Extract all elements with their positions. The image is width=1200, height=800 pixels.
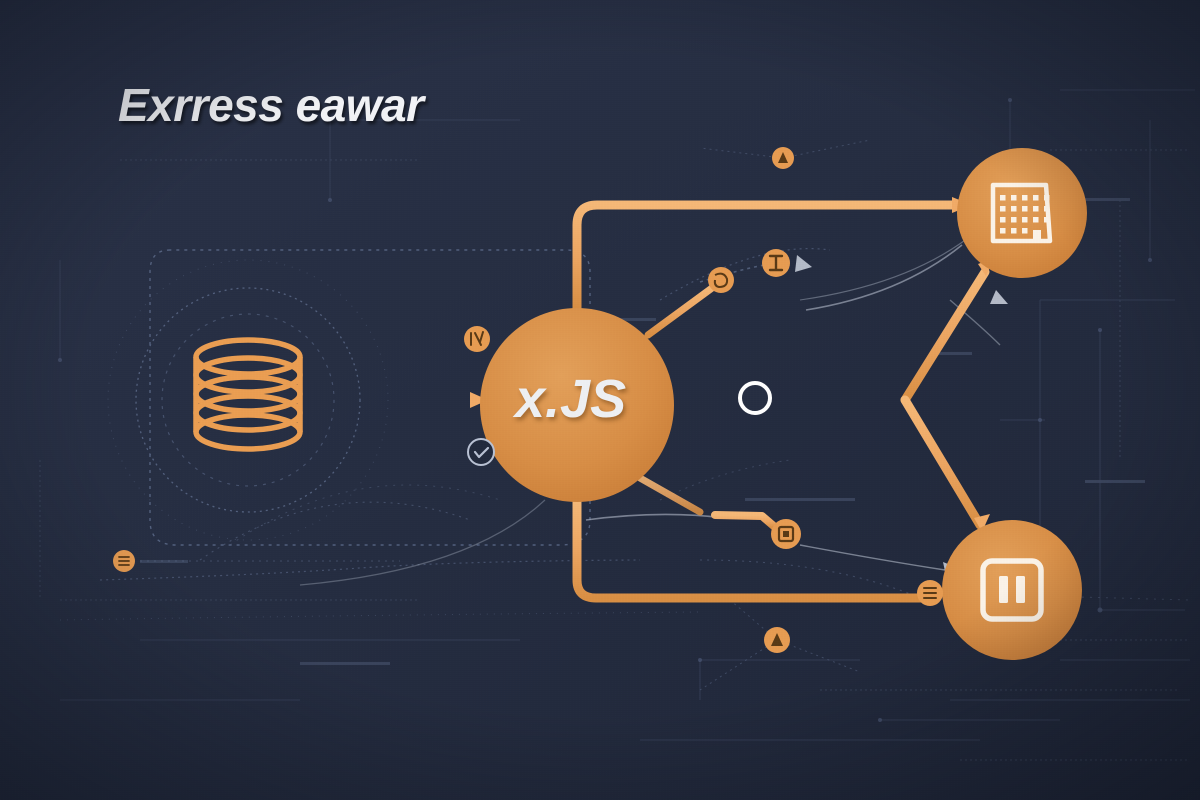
badge-upper-right[interactable] bbox=[762, 249, 790, 277]
badge-upper-mid[interactable] bbox=[708, 267, 734, 293]
badge-bottom-mid[interactable] bbox=[764, 627, 790, 653]
badge-bottom-left[interactable] bbox=[113, 550, 135, 572]
badge-top-far[interactable] bbox=[772, 147, 794, 169]
center-node-label: x.JS bbox=[515, 369, 627, 429]
ring-marker[interactable] bbox=[738, 381, 772, 415]
badge-lower-right[interactable] bbox=[917, 580, 943, 606]
check-marker[interactable] bbox=[467, 438, 495, 466]
badge-lower-mid[interactable] bbox=[771, 519, 801, 549]
page-title: Exrress eawar bbox=[118, 79, 424, 131]
badge-left-of-center[interactable] bbox=[464, 326, 490, 352]
